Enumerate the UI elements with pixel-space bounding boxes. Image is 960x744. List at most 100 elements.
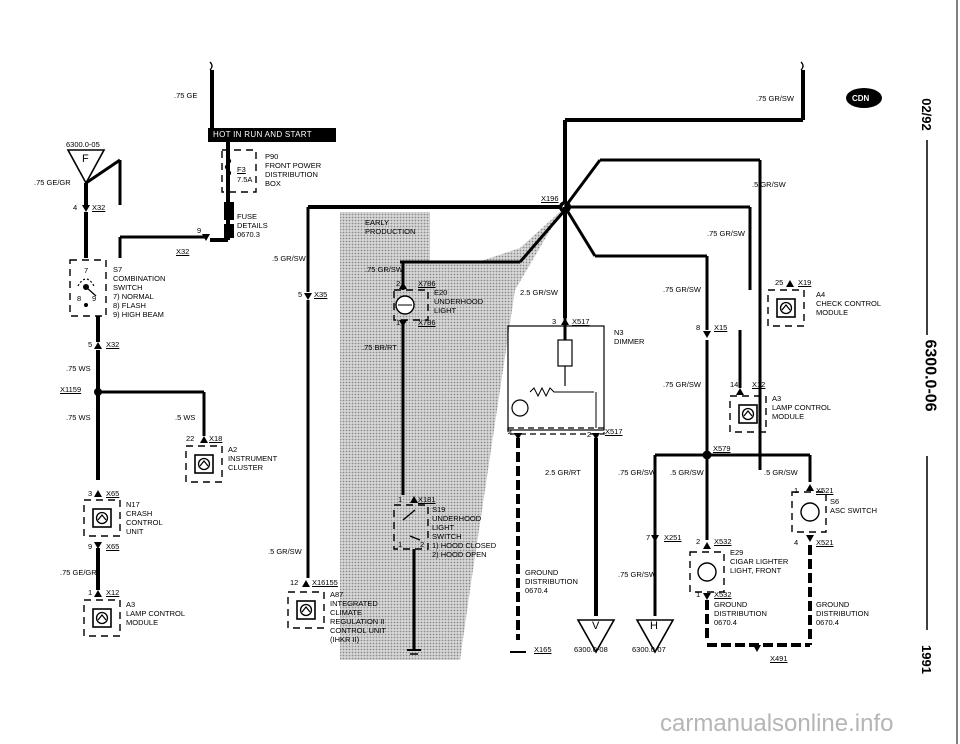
hot-in-run-bar-label: HOT IN RUN AND START [213, 130, 312, 139]
x15-pin: 8 [696, 323, 701, 332]
x786a: X786 [418, 279, 436, 288]
v-ref-letter: V [592, 620, 600, 632]
wire-5grsw-e: .5 GR/SW [764, 468, 798, 477]
left-main-wires [69, 158, 206, 637]
ref-6300-08: 6300.0-08 [574, 645, 608, 654]
x181-p1: 1 [398, 540, 403, 549]
x32a-pin: 4 [73, 203, 78, 212]
x517a: X517 [572, 317, 590, 326]
x521b: X521 [816, 538, 834, 547]
top-right-feed [400, 61, 805, 330]
wire-75gegr-f: .75 GE/GR [34, 178, 71, 187]
n3-dimmer [507, 318, 616, 654]
x521a-pin: 1 [794, 486, 799, 495]
a2-label: A2 INSTRUMENT CLUSTER [228, 445, 278, 472]
x532a-pin: 2 [696, 537, 701, 546]
x32a: X32 [92, 203, 106, 212]
wire-75brrt: .75 BR/RT [362, 343, 397, 352]
wire-75grsw-e: .75 GR/SW [618, 570, 656, 579]
h-ref-letter: H [650, 620, 658, 632]
x165: X165 [534, 645, 552, 654]
cdn-badge-text: CDN [852, 94, 870, 103]
f3-amp: 7.5A [237, 175, 253, 184]
gd-c-label: GROUND DISTRIBUTION 0670.4 [816, 600, 869, 627]
s7-pin-7: 7 [84, 266, 89, 275]
wire-75grsw-ul: .75 GR/SW [365, 265, 403, 274]
x12b-pin: 14 [730, 380, 739, 389]
x18: X18 [209, 434, 223, 443]
f3-label: F3 [237, 165, 246, 174]
x786a-pin: 2 [396, 279, 401, 288]
n3-label: N3 DIMMER [614, 328, 645, 346]
x65b-pin: 9 [88, 542, 93, 551]
wire-75grsw-b: .75 GR/SW [663, 285, 701, 294]
x65a-pin: 3 [88, 489, 93, 498]
x32c-pin: 5 [88, 340, 93, 349]
x196-feed [287, 205, 562, 629]
gd-b-label: GROUND DISTRIBUTION 0670.4 [714, 600, 767, 627]
x181-pin: 1 [398, 495, 403, 504]
x35: X35 [314, 290, 328, 299]
e20-label: E20 UNDERHOOD LIGHT [434, 288, 484, 315]
x181: X181 [418, 495, 436, 504]
page-code: 6300.0-06 [921, 339, 939, 412]
x517a-pin: 3 [552, 317, 557, 326]
wire-75ws-a: .75 WS [66, 364, 91, 373]
x786b-pin: 1 [396, 318, 401, 327]
e29-label: E29 CIGAR LIGHTER LIGHT, FRONT [730, 548, 789, 575]
a3-left-label: A3 LAMP CONTROL MODULE [126, 600, 186, 627]
early-production-label: EARLY PRODUCTION [365, 218, 416, 236]
x196: X196 [541, 194, 559, 203]
ref-6300-05: 6300.0-05 [66, 140, 100, 149]
x19-pin: 25 [775, 278, 784, 287]
wire-75ge: .75 GE [174, 91, 198, 100]
a87-label: A87 INTEGRATED CLIMATE REGULATION II CON… [330, 590, 386, 644]
wire-5grsw-d: .5 GR/SW [670, 468, 704, 477]
fuse-details-label: FUSE DETAILS 0670.3 [237, 212, 268, 239]
x251: X251 [664, 533, 682, 542]
x532b-pin: 1 [696, 590, 701, 599]
x12a-pin: 1 [88, 588, 93, 597]
s7-label: S7 COMBINATION SWITCH 7) NORMAL 8) FLASH… [113, 265, 166, 319]
f-ref-triangle [66, 149, 106, 205]
x12b: X12 [752, 380, 766, 389]
p90-label: P90 FRONT POWER DISTRIBUTION BOX [265, 152, 322, 188]
x65b: X65 [106, 542, 120, 551]
ref-6300-07: 6300.0-07 [632, 645, 666, 654]
cdn-badge [846, 88, 882, 108]
x32b-pin: 9 [197, 226, 202, 235]
s19-label: S19 UNDERHOOD LIGHT SWITCH 1) HOOD CLOSE… [432, 505, 497, 559]
a4-label: A4 CHECK CONTROL MODULE [816, 290, 882, 317]
x251-pin: 7 [646, 533, 651, 542]
s7-switch-symbol [77, 278, 97, 307]
wire-5grsw-a: .5 GR/SW [272, 254, 306, 263]
wire-75grsw-c: .75 GR/SW [663, 380, 701, 389]
x521b-pin: 4 [794, 538, 799, 547]
wire-5ws: .5 WS [175, 413, 196, 422]
x32b: X32 [176, 247, 190, 256]
s7-pin-8: 8 [77, 294, 82, 303]
a3-right-label: A3 LAMP CONTROL MODULE [772, 394, 832, 421]
f-ref-letter: F [82, 153, 89, 165]
p90-box [221, 149, 257, 238]
x19: X19 [798, 278, 812, 287]
x12a: X12 [106, 588, 120, 597]
x532a: X532 [714, 537, 732, 546]
x1159: X1159 [60, 385, 82, 394]
e20-lamp [393, 289, 429, 655]
x32c: X32 [106, 340, 120, 349]
wire-25grsw: 2.5 GR/SW [520, 288, 558, 297]
wire-75gegr-b: .75 GE/GR [60, 568, 97, 577]
x517b: X517 [605, 427, 623, 436]
x16155: X16155 [312, 578, 338, 587]
wire-75grsw-d: .75 GR/SW [618, 468, 656, 477]
wire-5grsw-b: .5 GR/SW [268, 547, 302, 556]
wire-5grsw-c: .5 GR/SW [752, 180, 786, 189]
page-year: 1991 [918, 645, 934, 674]
x65a: X65 [106, 489, 120, 498]
x16155-pin: 12 [290, 578, 299, 587]
x521a: X521 [816, 486, 834, 495]
x517-p4: 4 [508, 428, 513, 437]
